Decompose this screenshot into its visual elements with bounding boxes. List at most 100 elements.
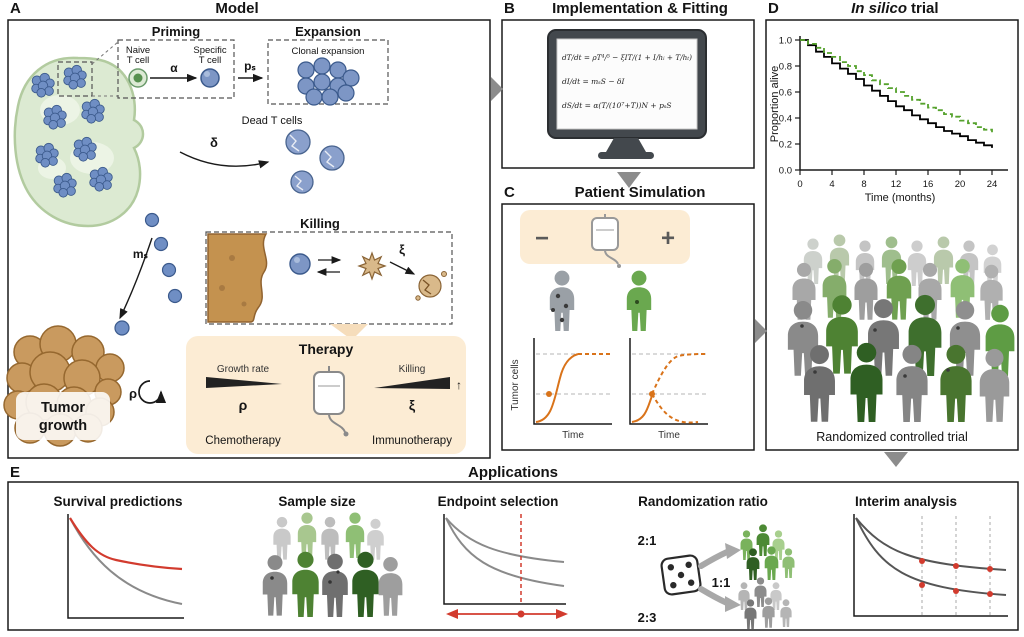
naive-t-cell-label: Naive — [126, 45, 150, 56]
dice-icon — [660, 554, 702, 596]
km-series — [800, 39, 993, 148]
panel-a-model: Priming Naive T cell α Specific T cell p… — [3, 24, 466, 454]
endpoint-window-arrow — [446, 609, 568, 619]
km-xlabel: Time (months) — [865, 192, 936, 204]
panel-b-title: Implementation & Fitting — [552, 0, 728, 17]
km-ytick: 0.0 — [779, 166, 792, 177]
model-equation-3: dS/dt = α(T/(10⁷+T))N + pₛS — [562, 101, 672, 110]
dying-tumor-cell-icon — [415, 271, 447, 301]
expansion-heading: Expansion — [295, 24, 361, 39]
tumor-growth-group: Tumor growth ρ — [3, 325, 167, 447]
iv-bag-icon — [313, 366, 349, 437]
rct-caption: Randomized controlled trial — [816, 430, 967, 444]
panel-a-title: Model — [215, 0, 258, 17]
km-xtick: 4 — [829, 179, 834, 190]
patient-treated-icon — [626, 270, 652, 331]
tumor-plot-no-therapy: Time — [533, 338, 612, 441]
panel-d-trial: 1.0 0.8 0.6 0.4 0.2 0.0 0 4 8 12 16 20 2… — [769, 36, 1015, 444]
panel-c-title: Patient Simulation — [575, 184, 706, 201]
therapy-group: Therapy Growth rate ρ Chemotherapy Killi… — [186, 324, 466, 454]
km-xtick: 12 — [891, 179, 902, 190]
panel-d-title-rest: trial — [911, 0, 939, 17]
panel-e-letter: E — [10, 464, 20, 481]
km-curve — [800, 39, 993, 148]
arrow-b-to-c-icon — [617, 172, 641, 188]
priming-box — [117, 39, 235, 99]
therapy-rho-label: ρ — [239, 397, 248, 413]
growth-rate-label: Growth rate — [217, 364, 270, 375]
app-randomization-ratio-heading: Randomization ratio — [638, 494, 768, 509]
arm-a-crowd — [740, 524, 795, 580]
therapy-heading: Therapy — [299, 341, 354, 357]
sample-size-spots — [270, 570, 340, 584]
arrow-d-to-e-icon — [884, 452, 908, 467]
rho-rate-label: ρ — [129, 386, 137, 401]
arrow-to-arm-b-icon — [698, 586, 730, 606]
alpha-rate-label: α — [170, 61, 178, 75]
killing-up-arrow-icon: ↑ — [456, 378, 462, 392]
app-survival-predictions-heading: Survival predictions — [53, 494, 182, 509]
priming-inset: Priming Naive T cell α Specific T cell p… — [117, 24, 264, 99]
km-ylabel: Proportion alive — [769, 66, 781, 142]
time-axis-label-right: Time — [658, 430, 680, 441]
tumor-tissue-icon — [207, 233, 268, 323]
dead-t-cell-icons — [285, 129, 345, 194]
km-xtick: 20 — [955, 179, 966, 190]
tumor-plot-with-therapy: Time — [629, 338, 708, 441]
km-xtick: 16 — [923, 179, 934, 190]
randomization-ratio-group: 2:1 1:1 2:3 — [638, 524, 795, 629]
survival-predictions-sketch — [67, 514, 184, 619]
model-equation-1: dT/dt = ρT⁴/⁵ − ξIT/(1 + I/hᵢ + T/hₜ) — [562, 53, 692, 62]
km-ytick: 0.4 — [779, 114, 792, 125]
chemotherapy-label: Chemotherapy — [205, 435, 281, 447]
tumor-cells-axis-label: Tumor cells — [510, 359, 521, 410]
computer-monitor-icon — [547, 29, 707, 159]
arm-b-crowd — [738, 577, 792, 629]
xi-rate-label: ξ — [399, 242, 405, 257]
panel-d-letter: D — [768, 0, 779, 17]
interim-look-points — [919, 558, 993, 597]
dead-t-cells-label: Dead T cells — [242, 115, 303, 127]
ps-rate-label: pₛ — [244, 59, 256, 73]
delta-rate-label: δ — [210, 135, 218, 150]
panel-connector-arrows — [491, 77, 908, 467]
zoom-source-box — [57, 61, 93, 97]
svg-text:T cell: T cell — [127, 55, 150, 66]
priming-heading: Priming — [152, 24, 200, 39]
specific-t-cell-label: Specific — [193, 45, 227, 56]
lymph-node-illustration — [13, 41, 145, 228]
therapy-plus-label: + — [661, 225, 675, 252]
killing-inset: Killing ξ — [205, 216, 453, 325]
app-sample-size-heading: Sample size — [278, 494, 356, 509]
sample-size-crowd — [262, 512, 403, 617]
panel-d-frame — [765, 19, 1019, 451]
killing-rate-label: Killing — [399, 364, 426, 375]
panel-c-frame — [501, 203, 755, 451]
activated-killer-cell-icon — [357, 251, 387, 281]
t-cell-attacking-icon — [289, 253, 311, 275]
km-xtick: 24 — [987, 179, 998, 190]
therapy-xi-label: ξ — [409, 397, 416, 413]
km-ytick: 1.0 — [779, 36, 792, 47]
trial-crowd-illustration — [787, 234, 1015, 422]
km-ytick: 0.2 — [779, 140, 792, 151]
panel-e-title: Applications — [468, 464, 558, 481]
ratio-2-3-label: 2:3 — [638, 610, 657, 625]
panel-e-frame — [7, 481, 1019, 631]
km-xtick: 8 — [861, 179, 866, 190]
km-ytick: 0.8 — [779, 62, 792, 73]
crowd-tumor-spots — [800, 324, 960, 378]
clonal-expansion-cells — [297, 57, 360, 106]
migrating-t-cells: mₛ — [114, 212, 183, 336]
clonal-expansion-label: Clonal expansion — [292, 46, 365, 57]
growth-rate-wedge-icon — [206, 377, 282, 388]
panel-b-letter: B — [504, 0, 515, 17]
tumor-spots-untreated — [551, 293, 569, 323]
no-therapy-minus-label: − — [535, 225, 549, 252]
svg-text:T cell: T cell — [199, 55, 222, 66]
iv-bag-small-icon — [591, 214, 621, 268]
arrow-a-to-b-icon — [491, 77, 503, 101]
specific-t-cell-icon — [200, 68, 220, 88]
km-ytick: 0.6 — [779, 88, 792, 99]
